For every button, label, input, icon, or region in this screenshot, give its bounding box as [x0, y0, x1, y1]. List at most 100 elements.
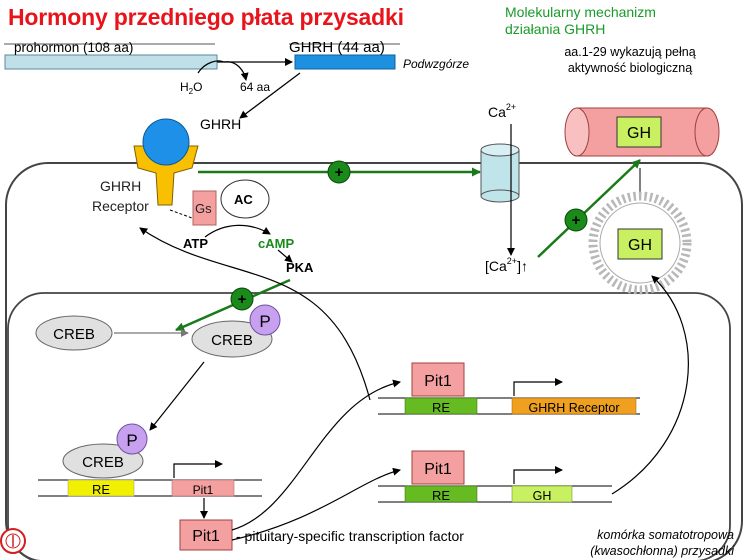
creb-phosphorylated	[191, 320, 273, 358]
ghrh-release-arrow	[239, 72, 301, 119]
gh-re-element	[404, 485, 478, 503]
calcium-outer-label: Ca2+	[488, 102, 516, 120]
ghrhr-gene	[511, 397, 637, 415]
pit1-factor-top	[411, 362, 465, 397]
fragment-label: 64 aa	[240, 80, 270, 94]
gh-vesicle-label: GH	[628, 237, 652, 254]
gh-re-label: RE	[432, 488, 450, 503]
adenylate-cyclase	[220, 179, 270, 219]
water-arrow	[197, 60, 225, 74]
ghrhr-gene-label: GHRH Receptor	[529, 401, 620, 415]
gh-vesicle-box	[617, 228, 663, 260]
gs-protein	[192, 190, 217, 226]
hypothalamus-label: Podwzgórze	[403, 57, 469, 71]
pit1-protein-label: Pit1	[192, 528, 220, 545]
ca-inner-suffix: ]↑	[517, 258, 528, 274]
ghrhr-transcription-start	[513, 378, 563, 396]
creb-inactive	[35, 315, 113, 351]
plus-badge-membrane	[327, 160, 351, 184]
note-line-2: aktywność biologiczną	[567, 61, 693, 75]
calcium-channel	[480, 149, 520, 197]
pit1-to-ghrhr-arrow	[231, 379, 401, 531]
nucleus	[7, 292, 731, 560]
plus-label-pka: +	[238, 291, 247, 308]
gh-secreted-box	[616, 116, 662, 148]
ca-outer: Ca	[488, 104, 506, 120]
gh-transcription-start	[513, 466, 563, 484]
phosphate-badge-2	[116, 423, 148, 455]
gh-secreted-label: GH	[627, 125, 651, 142]
subtitle-line-2: działania GHRH	[505, 21, 606, 37]
calcium-channel-top	[480, 143, 520, 157]
water-sub: 2	[189, 87, 194, 96]
pit1-description: - pituitary-specific transcription facto…	[236, 528, 464, 544]
pit1-transcription-start	[173, 460, 223, 478]
ghrh-peptide-bar	[294, 54, 396, 70]
pit1-factor-top-label: Pit1	[424, 373, 452, 390]
water-o: O	[193, 80, 202, 94]
plus-badge-pka	[230, 287, 254, 311]
cell-label-line1: komórka somatotropowa	[597, 528, 734, 542]
pit1-factor-mid	[411, 450, 465, 485]
creb-phosphorylated-label: CREB	[211, 332, 253, 349]
ca-outer-sup: 2+	[506, 102, 516, 112]
pit1-re-label: RE	[92, 482, 110, 497]
plus-badge-calcium	[564, 208, 588, 232]
pit1-gene	[171, 479, 235, 497]
gh-synthesis-arrow	[611, 275, 689, 495]
creb-bound	[62, 443, 144, 479]
prohormone-label: prohormon (108 aa)	[14, 40, 133, 55]
receptor-label-line2: Receptor	[92, 198, 149, 214]
pit1-protein-box	[179, 519, 233, 551]
ghrhr-re-label: RE	[432, 400, 450, 415]
secretion-channel-mouth	[564, 107, 590, 157]
ac-label: AC	[234, 192, 253, 207]
atp-label: ATP	[183, 236, 208, 251]
ghrhr-feedback-arrow	[139, 227, 371, 401]
water-label: H2O	[180, 80, 202, 96]
ca-inner-sup: 2+	[507, 256, 517, 266]
creb-inactive-label: CREB	[53, 326, 95, 343]
receptor-label-line1: GHRH	[100, 178, 141, 194]
pit1-factor-mid-label: Pit1	[424, 461, 452, 478]
pka-label: PKA	[286, 260, 314, 275]
phosphate-badge-1	[249, 304, 281, 336]
ghrhr-re-element	[404, 397, 478, 415]
cell-membrane	[5, 162, 743, 560]
ghrh-receptor-shape	[133, 145, 199, 206]
phosphate-label-1: P	[259, 312, 270, 331]
calcium-inner-label: [Ca2+]↑	[485, 256, 528, 274]
receptor-gs-link	[169, 209, 193, 219]
plus-label-calcium: +	[572, 212, 581, 229]
water-h: H	[180, 80, 189, 94]
creb-to-dna-arrow	[149, 361, 205, 431]
subtitle-line-1: Molekularny mechanizm	[505, 4, 656, 20]
prohormone-bar	[4, 54, 218, 70]
fragment-arrow	[223, 61, 249, 81]
gh-gene	[511, 485, 573, 503]
pit1-gene-label: Pit1	[193, 483, 214, 497]
calcium-channel-bottom	[480, 189, 520, 203]
ca-inner-prefix: [Ca	[485, 258, 507, 274]
cell-label-line2: (kwasochłonna) przysadki	[590, 544, 735, 558]
ghrh-ligand-label: GHRH	[200, 116, 241, 132]
calcium-secretion-arrow	[537, 159, 641, 258]
gh-gene-label: GH	[533, 489, 552, 503]
plus-label-membrane: +	[335, 164, 344, 181]
ghrh-peptide-label: GHRH (44 aa)	[289, 39, 385, 56]
pit1-to-gh-arrow	[231, 467, 401, 541]
university-emblem	[0, 528, 26, 554]
camp-label: cAMP	[258, 236, 294, 251]
note-line-1: aa.1-29 wykazują pełną	[564, 45, 696, 59]
camp-pka-arrow	[277, 249, 293, 263]
pit1-re-element	[67, 479, 135, 497]
page-title: Hormony przedniego płata przysadki	[8, 4, 404, 30]
atp-camp-arrow	[204, 224, 271, 238]
phosphate-label-2: P	[126, 431, 137, 450]
gs-label: Gs	[195, 201, 212, 216]
ghrh-ligand-circle	[142, 118, 190, 166]
creb-bound-label: CREB	[82, 454, 124, 471]
secretion-channel-end	[694, 107, 720, 157]
